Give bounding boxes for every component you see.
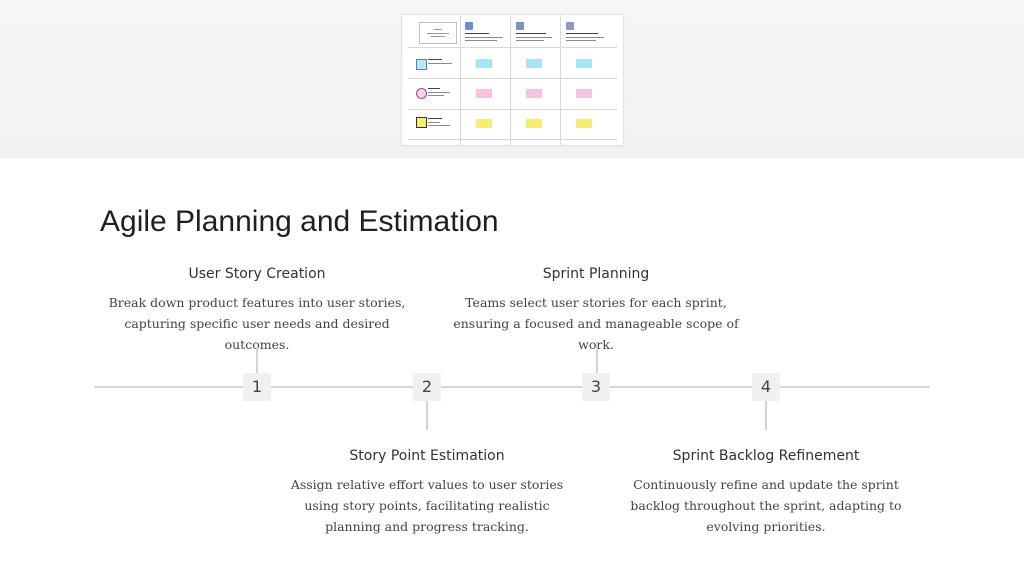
sticky-note bbox=[576, 119, 592, 128]
step-1-description: Break down product features into user st… bbox=[108, 295, 406, 352]
row-label bbox=[428, 125, 450, 126]
step-3-description: Teams select user stories for each sprin… bbox=[453, 295, 739, 352]
sticky-note bbox=[576, 59, 592, 68]
row-label bbox=[428, 88, 440, 89]
row-label bbox=[428, 118, 442, 119]
step-1-title: User Story Creation bbox=[188, 266, 326, 282]
row-label bbox=[428, 122, 440, 123]
timeline-axis bbox=[94, 386, 930, 388]
sticky-note bbox=[526, 119, 542, 128]
board-column-divider bbox=[460, 15, 461, 145]
step-2-connector bbox=[426, 401, 428, 430]
stage-icon bbox=[465, 22, 473, 30]
board-column-divider bbox=[560, 15, 561, 145]
board-row-divider bbox=[408, 109, 617, 110]
stage-header-text bbox=[465, 40, 497, 41]
step-3-connector bbox=[596, 342, 598, 373]
sticky-note bbox=[526, 89, 542, 98]
step-4-connector bbox=[765, 401, 767, 430]
board-row-divider bbox=[408, 47, 617, 48]
sticky-note bbox=[476, 119, 492, 128]
step-3-title: Sprint Planning bbox=[542, 266, 650, 282]
stage-header-text bbox=[566, 40, 596, 41]
board-row-divider bbox=[408, 139, 617, 140]
step-3-number: 3 bbox=[582, 373, 610, 401]
stage-header-text bbox=[566, 37, 604, 38]
board-row-divider bbox=[408, 78, 617, 79]
step-2-description: Assign relative effort values to user st… bbox=[290, 477, 564, 534]
row-icon bbox=[416, 117, 427, 128]
stage-header-text bbox=[566, 33, 598, 34]
stage-header-text bbox=[516, 40, 544, 41]
page-title: Agile Planning and Estimation bbox=[100, 205, 499, 238]
step-2-title: Story Point Estimation bbox=[349, 448, 505, 464]
stage-header-text bbox=[516, 33, 546, 34]
board-column-divider bbox=[510, 15, 511, 145]
step-4-title: Sprint Backlog Refinement bbox=[672, 448, 860, 464]
step-2-number: 2 bbox=[413, 373, 441, 401]
row-icon bbox=[416, 88, 427, 99]
row-label bbox=[428, 95, 444, 96]
row-icon bbox=[416, 59, 427, 70]
sticky-note bbox=[476, 89, 492, 98]
header-banner bbox=[0, 0, 1024, 158]
board-thumbnail bbox=[401, 14, 624, 146]
row-label bbox=[428, 59, 442, 60]
row-label bbox=[428, 63, 452, 64]
stage-icon bbox=[516, 22, 524, 30]
sticky-note bbox=[476, 59, 492, 68]
step-4-description: Continuously refine and update the sprin… bbox=[630, 477, 902, 534]
board-title-card bbox=[419, 22, 457, 44]
row-label bbox=[428, 92, 450, 93]
stage-header-text bbox=[465, 37, 503, 38]
stage-header-text bbox=[516, 37, 552, 38]
sticky-note bbox=[526, 59, 542, 68]
step-4-number: 4 bbox=[752, 373, 780, 401]
sticky-note bbox=[576, 89, 592, 98]
stage-header-text bbox=[465, 33, 489, 34]
stage-icon bbox=[566, 22, 574, 30]
step-1-connector bbox=[256, 347, 258, 373]
step-1-number: 1 bbox=[243, 373, 271, 401]
